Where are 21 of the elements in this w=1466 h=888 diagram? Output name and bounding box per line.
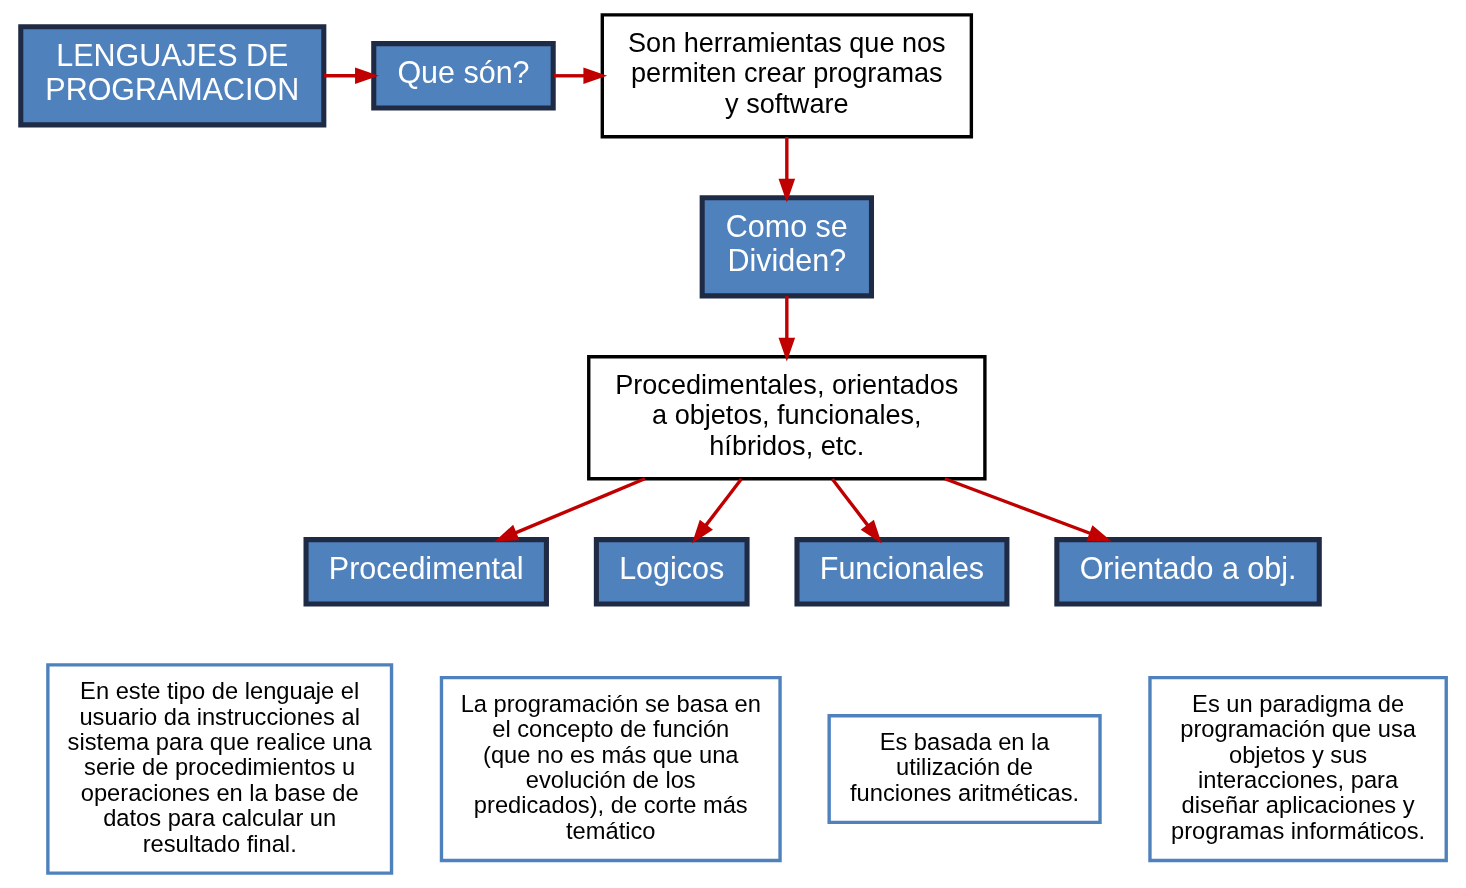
arrow: [943, 477, 1112, 542]
arrow: [830, 477, 882, 544]
node-box: Son herramientas que nos permiten crear programas y software: [600, 13, 973, 139]
node-box: Es basada en la utilización de funciones aritméticas.: [826, 714, 1102, 825]
node-box: La programación se basa en el concepto de función (que no es más que una evolución de los predicados), de corte más temático: [439, 675, 782, 863]
node-box: Logicos: [593, 537, 750, 607]
arrow: [778, 137, 795, 203]
node-box: Procedimentales, orientados a objetos, funcionales, híbridos, etc.: [586, 355, 987, 481]
node-box: Es un paradigma de programación que usa objetos y sus interacciones, para diseñar aplicaciones y programas informáticos.: [1147, 675, 1448, 863]
node-box: Que són?: [370, 41, 556, 111]
arrow: [778, 296, 795, 362]
node-box: Funcionales: [793, 537, 1009, 607]
node-box: Orientado a obj.: [1053, 537, 1322, 607]
node-box: Como se Dividen?: [699, 195, 874, 299]
node-box: Procedimental: [303, 537, 549, 607]
arrow: [493, 477, 645, 542]
arrow: [691, 478, 743, 544]
arrow: [323, 67, 379, 85]
node-box: LENGUAJES DE PROGRAMACION: [17, 24, 326, 128]
arrow: [553, 67, 607, 85]
node-box: En este tipo de lenguaje el usuario da instrucciones al sistema para que realice una serie de procedimientos u operaciones en la base de datos para calcular un resultado final.: [45, 663, 393, 875]
